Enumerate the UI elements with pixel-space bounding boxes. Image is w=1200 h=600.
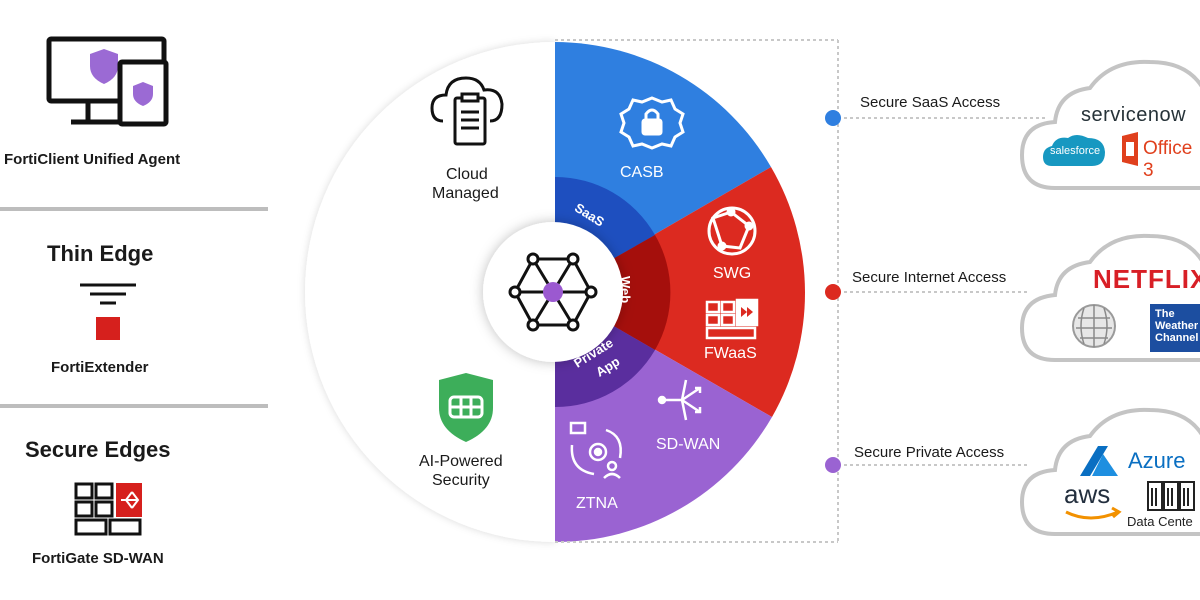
- private-dot: [825, 457, 841, 473]
- internet-dot: [825, 284, 841, 300]
- weather-line2: Weather: [1155, 320, 1199, 332]
- aws-label: aws: [1064, 479, 1111, 509]
- salesforce-label: salesforce: [1050, 145, 1101, 157]
- swg-label: SWG: [713, 265, 752, 282]
- unified-agent-label: FortiClient Unified Agent: [4, 151, 181, 168]
- cloud-managed-line2: Managed: [432, 185, 499, 202]
- thin-edge-title: Thin Edge: [47, 241, 154, 266]
- wheel-white-half: [305, 42, 555, 542]
- divider: [0, 207, 268, 211]
- ai-security-line2: Security: [432, 472, 490, 489]
- fwaas-label: FWaaS: [704, 345, 757, 362]
- extender-icon: [80, 283, 136, 340]
- wikipedia-icon: [1072, 304, 1116, 348]
- aws-smile-icon: [1065, 506, 1122, 520]
- weather-channel-logo: [1150, 304, 1200, 352]
- office-icon: [1122, 132, 1138, 166]
- salesforce-logo: [1043, 135, 1105, 166]
- servicenow-logo: servicenow: [1081, 104, 1187, 126]
- ai-security-line1: AI-Powered: [419, 453, 503, 470]
- datacenter-label: Data Cente: [1127, 514, 1193, 529]
- casb-label: CASB: [620, 164, 664, 181]
- office-label: Office 3: [1143, 138, 1193, 181]
- fortigate-label: FortiGate SD-WAN: [32, 550, 164, 567]
- ztna-label: ZTNA: [576, 495, 618, 512]
- extender-label: FortiExtender: [51, 359, 149, 376]
- connector-lines: [555, 39, 1045, 543]
- divider: [0, 404, 268, 408]
- sector-web-red: [555, 167, 805, 417]
- weather-line3: Channel: [1155, 332, 1199, 344]
- cloud-managed-line1: Cloud: [446, 166, 488, 183]
- shield-icon: [439, 373, 493, 442]
- netflix-logo: NETFLIX: [1093, 264, 1200, 294]
- monitor-tablet-icon: [46, 36, 169, 127]
- secure-internet-access-label: Secure Internet Access: [852, 269, 1007, 286]
- sdwan-label: SD-WAN: [656, 436, 721, 453]
- lock-gear-icon: [619, 96, 685, 150]
- secure-private-access-label: Secure Private Access: [854, 444, 1005, 461]
- saas-dot: [825, 110, 841, 126]
- hub-icon: [508, 252, 598, 332]
- fortigate-icon: [74, 482, 142, 536]
- weather-line1: The: [1155, 308, 1175, 320]
- globe-icon: [707, 206, 757, 256]
- datacenter-icon: [1147, 481, 1195, 511]
- ring-web-label: Web: [618, 276, 633, 304]
- network-branch-icon: [657, 379, 702, 421]
- cloud-clipboard-icon: [430, 76, 504, 146]
- azure-logo-icon: [1080, 446, 1118, 476]
- hub-center-dot: [543, 282, 563, 302]
- ztna-icon: [569, 421, 622, 479]
- firewall-icon: [705, 298, 759, 340]
- secure-saas-access-label: Secure SaaS Access: [860, 94, 1001, 111]
- secure-edges-title: Secure Edges: [25, 437, 171, 462]
- azure-label: Azure: [1128, 448, 1186, 473]
